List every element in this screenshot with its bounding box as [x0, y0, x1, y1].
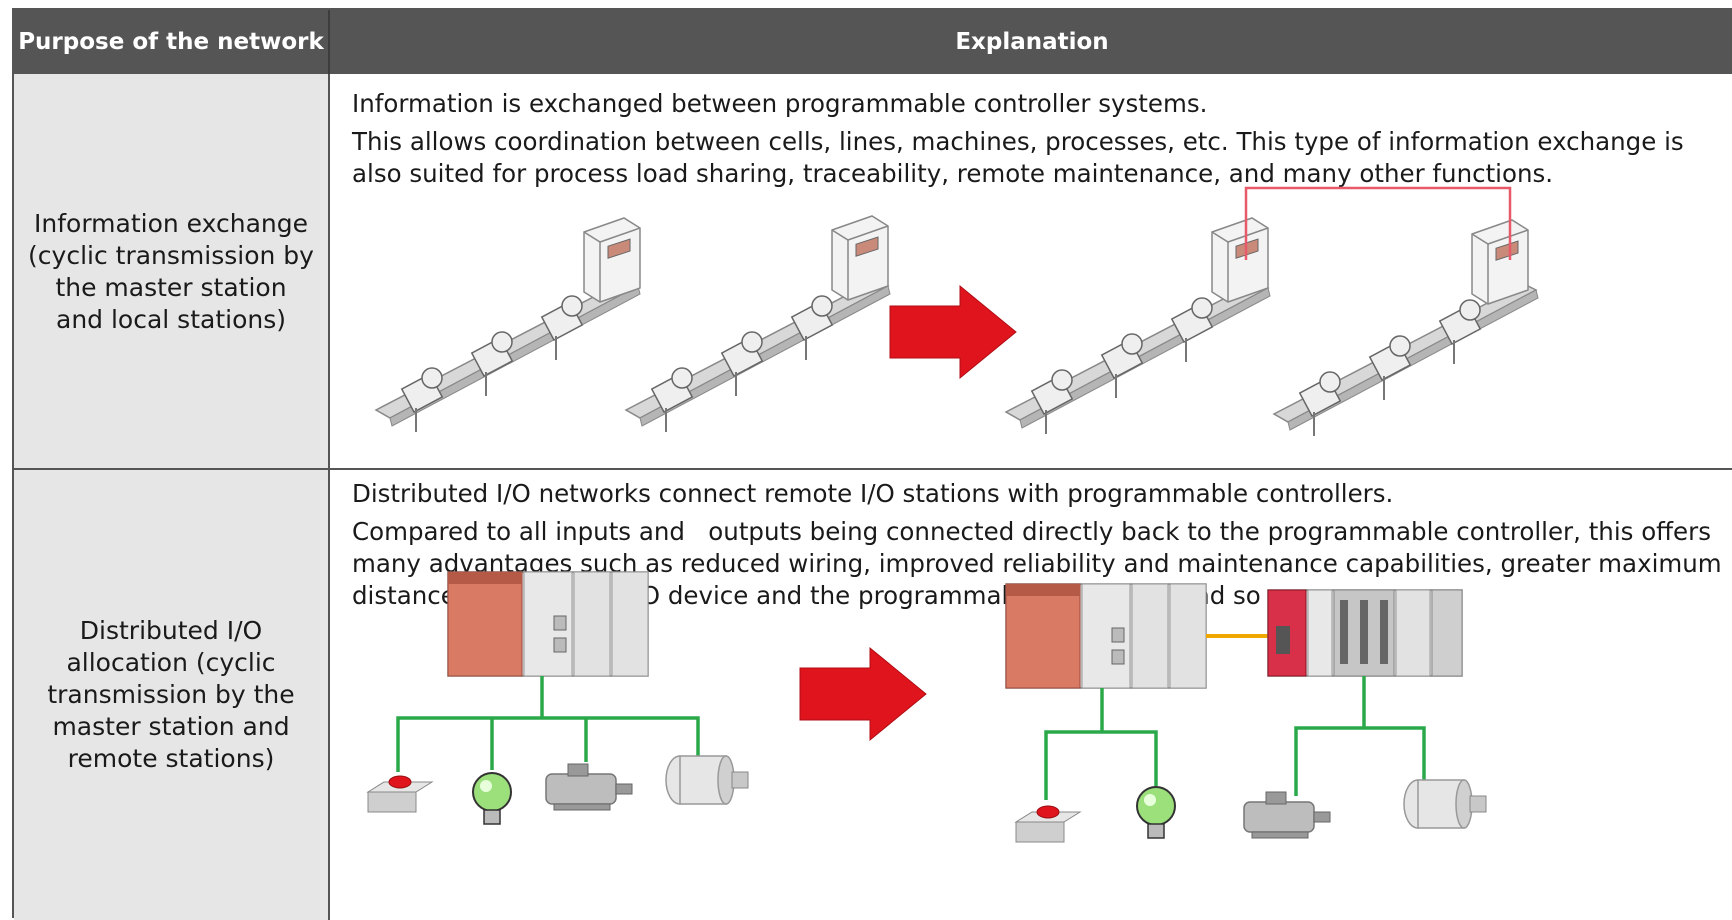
- row-divider: [14, 468, 1732, 470]
- row1-purpose-text: Information exchange (cyclic transmissio…: [28, 209, 314, 334]
- red-arrow-icon: [889, 284, 1017, 380]
- motor-icon: [1243, 791, 1331, 839]
- conveyor-line-icon: [375, 217, 641, 433]
- row2-explanation: Distributed I/O networks connect remote …: [330, 470, 1732, 920]
- conveyor-line-icon: [1005, 217, 1271, 435]
- conveyor-line-icon: [1273, 219, 1539, 437]
- network-link: [1244, 186, 1512, 260]
- row1-line2: This allows coordination between cells, …: [352, 127, 1684, 188]
- network-wiring: [396, 676, 700, 772]
- row2-purpose: Distributed I/O allocation (cyclic trans…: [14, 470, 330, 920]
- row1-purpose: Information exchange (cyclic transmissio…: [14, 74, 330, 470]
- row1-illustration: [375, 186, 1539, 437]
- header-explanation: Explanation: [330, 10, 1732, 74]
- row2-illustration: [367, 571, 1487, 843]
- conveyor-line-icon: [625, 215, 891, 433]
- push-button-icon: [1015, 805, 1081, 843]
- sensor-icon: [1403, 779, 1487, 829]
- row2-line1: Distributed I/O networks connect remote …: [352, 479, 1394, 508]
- red-arrow-icon: [799, 646, 927, 742]
- plc-rack-icon: [1005, 583, 1207, 689]
- lamp-icon: [1136, 786, 1176, 839]
- network-wiring: [1044, 676, 1426, 800]
- remote-io-rack-icon: [1267, 589, 1463, 677]
- header-purpose: Purpose of the network: [14, 10, 330, 74]
- push-button-icon: [367, 775, 433, 813]
- network-purpose-table: Purpose of the network Explanation Infor…: [12, 8, 1732, 920]
- row1-line1: Information is exchanged between program…: [352, 89, 1208, 118]
- motor-icon: [545, 763, 633, 811]
- plc-rack-icon: [447, 571, 649, 677]
- sensor-icon: [665, 755, 749, 805]
- row1-text: Information is exchanged between program…: [352, 88, 1732, 190]
- lamp-icon: [472, 772, 512, 825]
- row2-purpose-text: Distributed I/O allocation (cyclic trans…: [47, 616, 295, 773]
- row1-explanation: Information is exchanged between program…: [330, 74, 1732, 470]
